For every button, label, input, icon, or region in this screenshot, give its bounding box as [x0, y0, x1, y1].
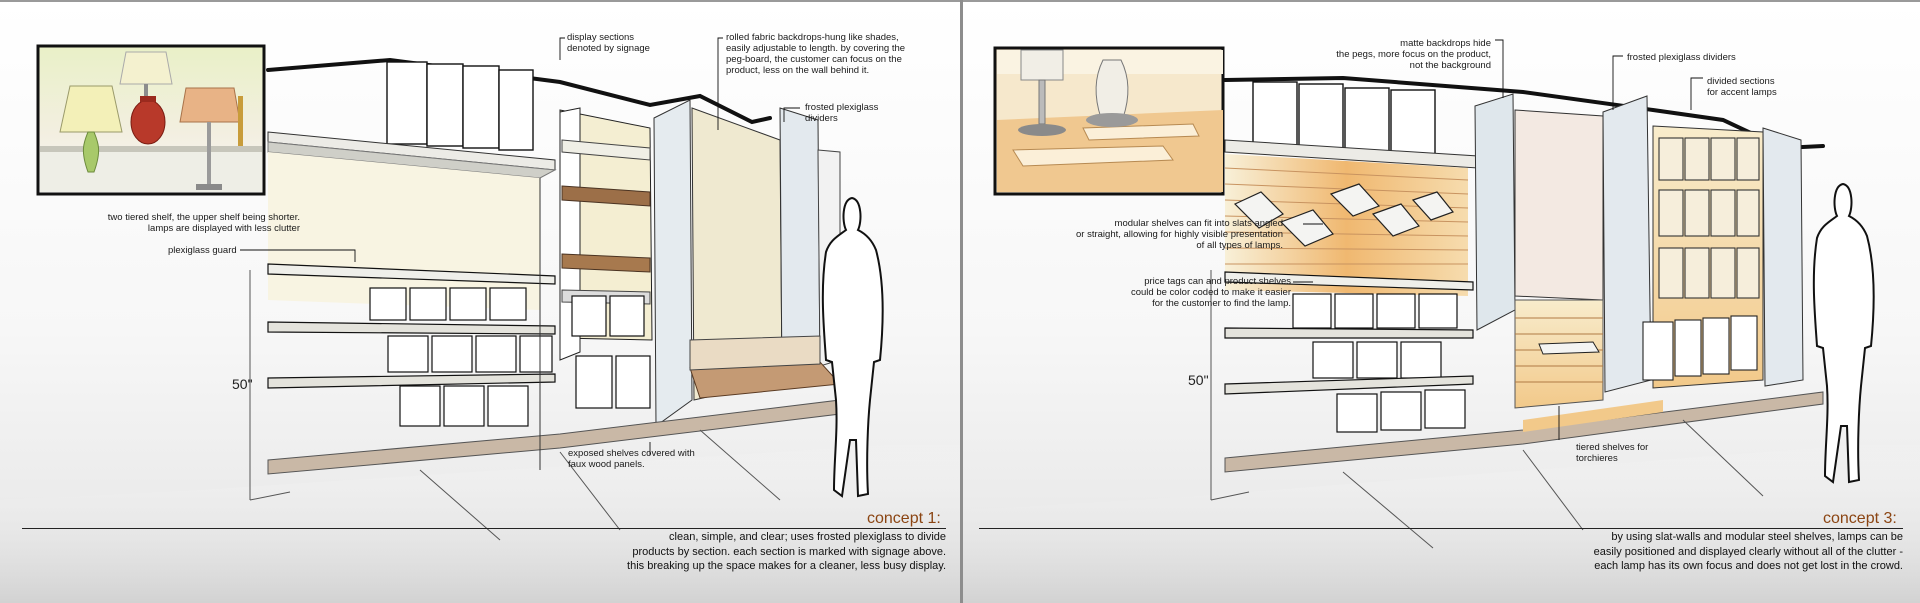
concept-title: concept 1: — [867, 510, 941, 527]
concept-1-sketch — [0, 37, 960, 603]
annotation-leaders — [240, 37, 800, 455]
note-plexiglass-guard: plexiglass guard — [168, 245, 237, 256]
concept-description: clean, simple, and clear; uses frosted p… — [627, 531, 946, 572]
slat-wall — [1224, 154, 1469, 296]
note-frosted-dividers: frosted plexiglass dividers — [1627, 52, 1736, 63]
note-modular-shelves: modular shelves can fit into slats angle… — [1076, 218, 1283, 251]
title-rule — [22, 528, 946, 529]
note-fabric-backdrops: rolled fabric backdrops-hung like shades… — [726, 32, 906, 76]
matte-backdrop — [1514, 109, 1604, 301]
wood-shelf-section — [559, 107, 653, 361]
lower-shelf-grid — [1224, 271, 1474, 433]
dimension-label: 50" — [232, 376, 253, 392]
concept-3-panel: matte backdrops hide the pegs, more focu… — [963, 0, 1920, 603]
frosted-plexiglass-dividers — [653, 99, 841, 427]
concept-title: concept 3: — [1823, 510, 1897, 527]
note-frosted-dividers: frosted plexiglass dividers — [805, 102, 879, 124]
lamp-display-inset — [36, 44, 266, 196]
note-price-tags: price tags can and product shelves could… — [1130, 276, 1291, 309]
modular-shelves — [1233, 183, 1454, 247]
concept-1-panel: two tiered shelf, the upper shelf being … — [0, 32, 960, 603]
accent-lamp-grid — [1642, 125, 1804, 389]
concept-description: by using slat-walls and modular steel sh… — [1593, 531, 1903, 572]
fixture-outline — [1223, 75, 1825, 155]
title-rule — [979, 528, 1903, 529]
annotation-leaders — [1293, 39, 1703, 440]
human-silhouette — [1812, 182, 1875, 484]
dimension-label: 50" — [1188, 372, 1209, 388]
lower-shelf-grid — [267, 263, 556, 427]
concept-3-sketch — [963, 39, 1920, 603]
note-matte-backdrops: matte backdrops hide the pegs, more focu… — [1336, 38, 1491, 71]
fixture-outline — [266, 57, 772, 151]
note-display-sections: display sections denoted by signage — [567, 32, 650, 54]
note-tiered-shelf: two tiered shelf, the upper shelf being … — [107, 212, 300, 234]
lamp-display-inset — [993, 46, 1225, 196]
note-tiered-torchieres: tiered shelves for torchieres — [1576, 442, 1649, 464]
note-divided-sections: divided sections for accent lamps — [1707, 76, 1777, 98]
panel-divider — [960, 0, 963, 603]
frosted-divider-left — [1474, 93, 1516, 331]
human-silhouette — [821, 196, 884, 498]
note-exposed-shelves: exposed shelves covered with faux wood p… — [568, 448, 695, 470]
tiered-torchiere-shelves — [1514, 299, 1604, 409]
